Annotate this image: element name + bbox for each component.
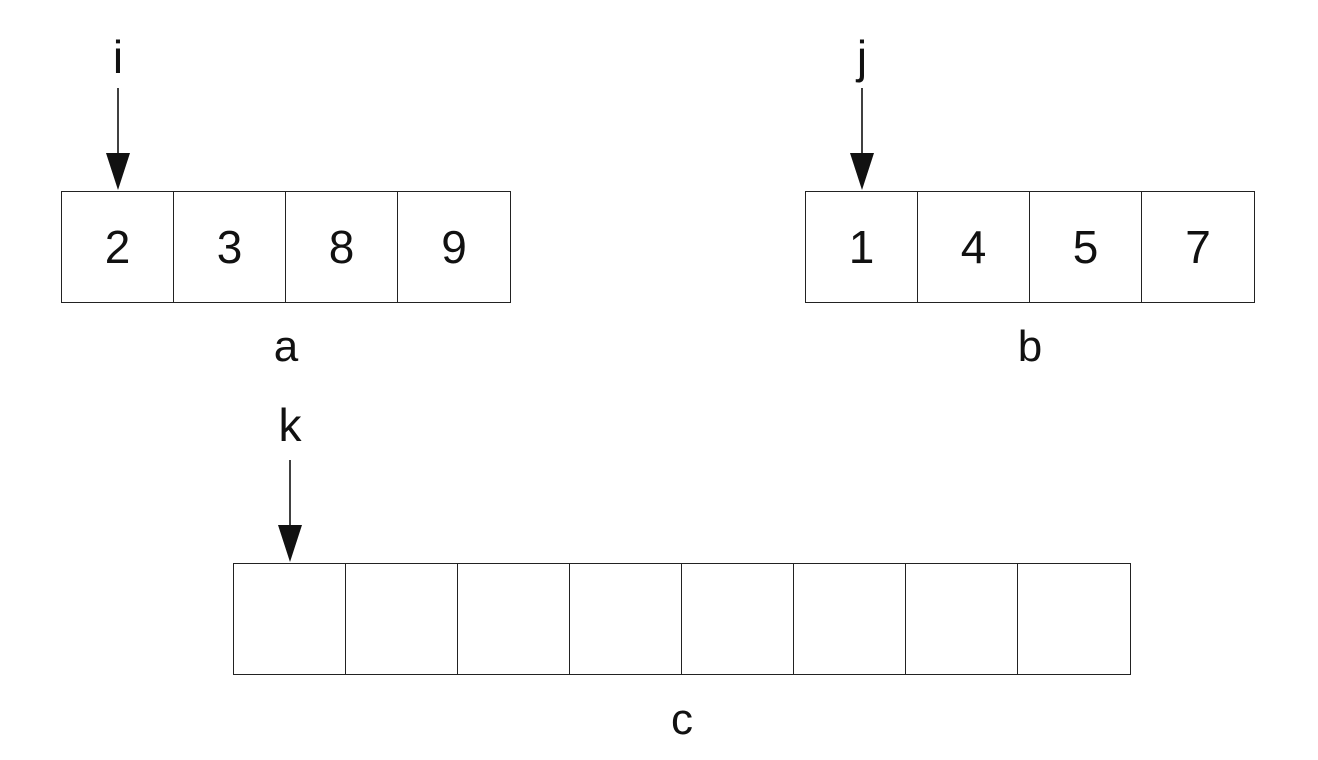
- array-c-cell: [1018, 564, 1130, 674]
- array-b-cell: 1: [806, 192, 918, 302]
- array-b-cell: 5: [1030, 192, 1142, 302]
- array-c-label: c: [671, 695, 693, 744]
- array-c-cell: [570, 564, 682, 674]
- array-c-cell: [458, 564, 570, 674]
- pointer-arrow-k: [278, 460, 302, 562]
- array-b-cell: 7: [1185, 221, 1211, 273]
- pointer-label-j: j: [856, 31, 868, 83]
- array-c-cell: [682, 564, 794, 674]
- array-a-cell: 3: [174, 192, 286, 302]
- array-a: 2 3 8 9: [61, 191, 511, 303]
- array-a-label: a: [273, 322, 299, 371]
- array-c: [233, 563, 1131, 675]
- array-c-cell: [906, 564, 1018, 674]
- array-b-label: b: [1017, 322, 1043, 371]
- pointer-label-i: i: [112, 31, 124, 83]
- array-b: 1 4 5 7: [805, 191, 1255, 303]
- array-c-cell: [234, 564, 346, 674]
- array-a-cell: 9: [441, 221, 467, 273]
- array-a-cell: 2: [62, 192, 174, 302]
- pointer-label-k: k: [278, 399, 302, 451]
- array-a-cell: 8: [286, 192, 398, 302]
- array-c-cell: [794, 564, 906, 674]
- array-b-cell: 4: [918, 192, 1030, 302]
- array-c-cell: [346, 564, 458, 674]
- pointer-arrow-j: [850, 88, 874, 190]
- pointer-arrow-i: [106, 88, 130, 190]
